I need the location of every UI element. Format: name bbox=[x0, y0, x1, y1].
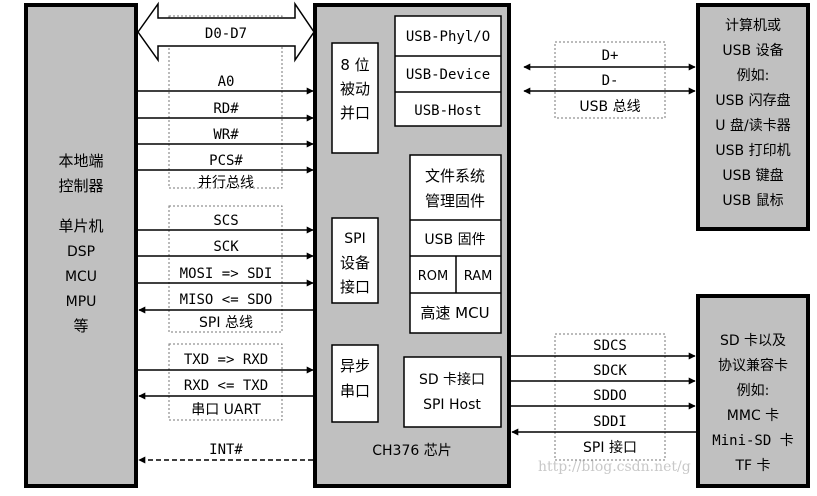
parallel-bus-group bbox=[168, 15, 283, 189]
watermark-text: http://blog.csdn.net/g bbox=[538, 459, 691, 475]
sd-device-line-5: TF 卡 bbox=[734, 458, 770, 474]
ram-label: RAM bbox=[464, 269, 493, 284]
usb-mode-device: USB-Device bbox=[406, 67, 490, 83]
sd-interface-line1: SD 卡接口 bbox=[419, 371, 485, 388]
sd-card-device-box: SD 卡以及 协议兼容卡 例如: MMC 卡 Mini-SD 卡 TF 卡 bbox=[696, 294, 810, 488]
usb-device-line-3: USB 闪存盘 bbox=[715, 92, 790, 109]
usb-device-line-7: USB 鼠标 bbox=[722, 193, 783, 209]
usb-device-line-2: 例如: bbox=[737, 68, 770, 84]
parallel-port-block bbox=[331, 42, 379, 154]
uart-bus-label: 串口 UART bbox=[191, 402, 261, 418]
sd-device-line-4: Mini-SD 卡 bbox=[712, 433, 793, 449]
usb-bus-label: USB 总线 bbox=[579, 99, 640, 115]
uart-line1: 异步 bbox=[340, 357, 370, 375]
usb-firmware: USB 固件 bbox=[424, 232, 485, 248]
parallel-port-line2: 被动 bbox=[340, 80, 370, 98]
signal-miso-label: MISO <= SDO bbox=[180, 292, 273, 308]
ch376-chip-box: CH376 芯片 8 位 被动 并口 SPI 设备 接口 异步 串口 USB-P… bbox=[313, 3, 511, 488]
rom-label: ROM bbox=[418, 269, 448, 284]
data-bus-arrow bbox=[137, 1, 315, 63]
signal-txd-label: TXD => RXD bbox=[184, 352, 268, 368]
spi-bus-group bbox=[168, 205, 283, 333]
uart-block bbox=[331, 344, 379, 423]
controller-title-2: 控制器 bbox=[58, 177, 103, 195]
controller-type-4: 等 bbox=[73, 317, 88, 335]
sd-device-line-3: MMC 卡 bbox=[727, 408, 779, 424]
usb-mode-phyio: USB-Phyl/O bbox=[406, 29, 490, 45]
signal-int-label: INT# bbox=[209, 442, 243, 458]
usb-mode-host: USB-Host bbox=[414, 103, 481, 119]
sd-bus-label: SPI 接口 bbox=[583, 439, 637, 456]
controller-type-0: 单片机 bbox=[58, 217, 103, 235]
uart-bus-group bbox=[168, 343, 283, 421]
signal-sdck-label: SDCK bbox=[593, 363, 627, 379]
mcu-label: 高速 MCU bbox=[420, 304, 489, 322]
spi-bus-label: SPI 总线 bbox=[199, 315, 253, 331]
signal-dplus-label: D+ bbox=[602, 48, 619, 64]
signal-dminus-label: D- bbox=[602, 73, 619, 89]
usb-bus-group bbox=[554, 41, 666, 119]
sd-bus-group bbox=[554, 333, 666, 461]
usb-device-line-4: U 盘/读卡器 bbox=[715, 117, 790, 134]
usb-device-line-1: USB 设备 bbox=[722, 42, 783, 59]
sd-device-line-0: SD 卡以及 bbox=[720, 333, 786, 349]
signal-rxd-label: RXD <= TXD bbox=[184, 378, 268, 394]
spi-device-line2: 设备 bbox=[340, 254, 370, 272]
usb-host-device-box: 计算机或 USB 设备 例如: USB 闪存盘 U 盘/读卡器 USB 打印机 … bbox=[696, 3, 810, 231]
sd-device-line-2: 例如: bbox=[737, 383, 770, 399]
parallel-port-line3: 并口 bbox=[340, 104, 370, 122]
signal-sddi-label: SDDI bbox=[593, 414, 627, 430]
fs-firmware-line1: 文件系统 bbox=[425, 167, 485, 185]
signal-a0-label: A0 bbox=[218, 74, 235, 90]
signal-rd-label: RD# bbox=[213, 101, 239, 117]
parallel-bus-label: 并行总线 bbox=[198, 175, 254, 191]
mcu-firmware-stack: 文件系统 管理固件 USB 固件 ROM RAM 高速 MCU bbox=[409, 154, 502, 334]
parallel-port-line1: 8 位 bbox=[340, 56, 369, 74]
chip-label: CH376 芯片 bbox=[372, 443, 451, 459]
spi-device-line1: SPI bbox=[344, 231, 365, 247]
uart-line2: 串口 bbox=[340, 382, 370, 400]
data-bus-label: D0-D7 bbox=[205, 26, 247, 42]
signal-pcs-label: PCS# bbox=[209, 153, 243, 169]
signal-sddo-label: SDDO bbox=[593, 388, 627, 404]
controller-type-1: DSP bbox=[67, 244, 95, 260]
spi-device-line3: 接口 bbox=[340, 278, 370, 296]
fs-firmware-line2: 管理固件 bbox=[425, 192, 485, 210]
local-controller-box: 本地端 控制器 单片机 DSP MCU MPU 等 bbox=[24, 3, 138, 488]
signal-mosi-label: MOSI => SDI bbox=[180, 266, 273, 282]
signal-scs-label: SCS bbox=[213, 213, 238, 229]
signal-sck-label: SCK bbox=[213, 239, 239, 255]
usb-device-line-0: 计算机或 bbox=[725, 18, 781, 34]
controller-type-2: MCU bbox=[65, 269, 97, 285]
signal-sdcs-label: SDCS bbox=[593, 338, 627, 354]
sd-device-line-1: 协议兼容卡 bbox=[718, 357, 788, 374]
usb-device-line-5: USB 打印机 bbox=[715, 142, 790, 159]
usb-mode-stack: USB-Phyl/O USB-Device USB-Host bbox=[394, 15, 502, 127]
controller-title-1: 本地端 bbox=[58, 152, 103, 170]
controller-type-3: MPU bbox=[66, 294, 97, 310]
usb-device-line-6: USB 键盘 bbox=[722, 167, 783, 184]
sd-interface-line2: SPI Host bbox=[423, 397, 481, 413]
spi-device-block bbox=[331, 217, 379, 304]
signal-wr-label: WR# bbox=[213, 127, 239, 143]
sd-interface-block bbox=[403, 356, 502, 428]
